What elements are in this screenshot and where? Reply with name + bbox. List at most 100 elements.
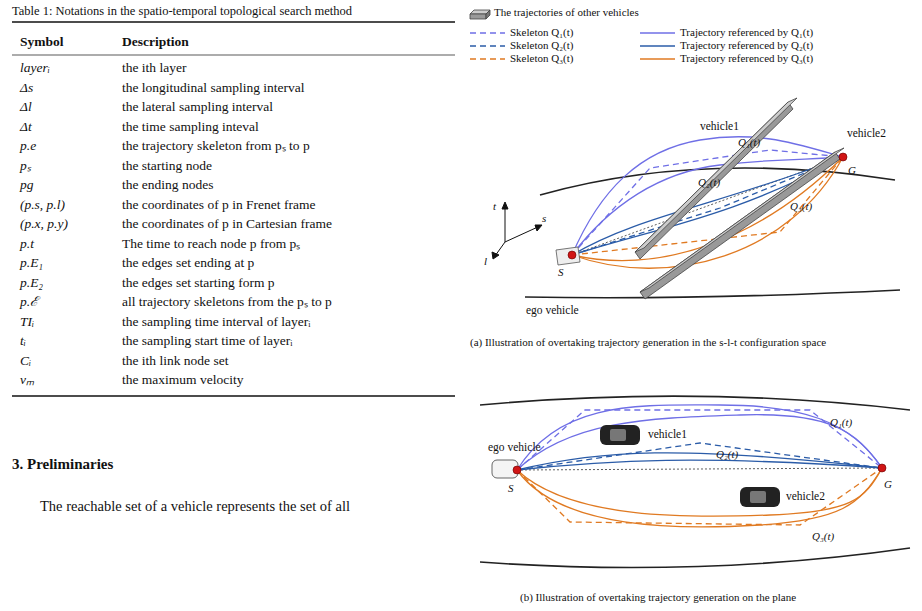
table-cell: the longitudinal sampling interval — [122, 80, 305, 96]
legend-text: Trajectory referenced by Q₃(t) — [680, 52, 813, 65]
table-cell: the lateral sampling interval — [122, 99, 273, 115]
trajectory-q1 — [517, 415, 882, 470]
table-cell: Δt — [20, 119, 32, 135]
figure-label: ego vehicle — [488, 441, 541, 454]
ego-car — [556, 247, 580, 265]
axis-head — [535, 225, 542, 231]
table-rule — [12, 21, 455, 22]
table-cell: the coordinates of p in Frenet frame — [122, 197, 315, 213]
trajectory-q2 — [572, 157, 843, 255]
legend-text: Skeleton Q₃(t) — [510, 52, 573, 65]
trajectory-q1 — [572, 137, 843, 255]
start-point — [568, 251, 576, 259]
figure-label: Q₁(t) — [738, 136, 760, 149]
table-cell: the ith layer — [122, 60, 186, 76]
table-cell: p.E₂ — [20, 275, 43, 291]
legend-line-sample — [640, 32, 675, 33]
table-cell: the time sampling inteval — [122, 119, 259, 135]
figure-label: vehicle2 — [847, 127, 886, 140]
table-cell: the trajectory skeleton from pₛ to p — [122, 138, 310, 154]
table-cell: the starting node — [122, 158, 212, 174]
legend-text: The trajectories of other vehicles — [494, 6, 639, 19]
legend-line-sample — [470, 32, 505, 33]
caption: (b) Illustration of overtaking trajector… — [520, 591, 796, 604]
trajectory-q3 — [517, 468, 882, 516]
vehicle-car — [600, 425, 640, 445]
legend-text: Skeleton Q₂(t) — [510, 39, 573, 52]
vehicle-bar — [640, 148, 844, 292]
legend-box-sample — [470, 14, 486, 19]
table-header: Symbol — [20, 34, 64, 50]
reference-line — [517, 468, 882, 470]
table-cell: the maximum velocity — [122, 372, 243, 388]
table-cell: (p.s, p.l) — [20, 197, 65, 213]
table-cell: p.E₁ — [20, 255, 43, 271]
vehicle-bar — [640, 152, 840, 299]
table-cell: layerᵢ — [20, 60, 50, 76]
table-cell: the ending nodes — [122, 177, 213, 193]
table-rule — [12, 55, 455, 56]
body-text: The reachable set of a vehicle represent… — [40, 498, 350, 515]
skeleton-q3 — [517, 468, 882, 525]
table-cell: the edges set ending at p — [122, 255, 254, 271]
legend-text: Trajectory referenced by Q₁(t) — [680, 26, 813, 39]
figure-label: Q₃(t) — [790, 200, 812, 213]
caption: Table 1: Notations in the spatio-tempora… — [12, 4, 352, 18]
axis-head — [492, 252, 499, 259]
table-cell: the sampling start time of layerᵢ — [122, 333, 293, 349]
road-boundary — [525, 290, 900, 298]
trajectory-q1 — [572, 157, 843, 255]
figure-label: vehicle1 — [700, 120, 739, 133]
table-cell: the coordinates of p in Cartesian frame — [122, 216, 332, 232]
caption: (a) Illustration of overtaking trajector… — [470, 336, 910, 349]
table-cell: vₘ — [20, 372, 34, 388]
table-cell: (p.x, p.y) — [20, 216, 68, 232]
start-point — [513, 466, 521, 474]
figure-label: S — [508, 482, 514, 495]
legend-box-sample — [486, 10, 490, 19]
legend-text: Skeleton Q₁(t) — [510, 26, 573, 39]
legend-text: Trajectory referenced by Q₂(t) — [680, 39, 813, 52]
axis-s — [505, 226, 540, 242]
trajectory-q1 — [517, 405, 882, 470]
road-boundary — [480, 396, 910, 410]
table-header: Description — [122, 34, 189, 50]
table-cell: pₛ — [20, 158, 31, 174]
vehicle-car — [740, 487, 780, 507]
skeleton-q3 — [572, 157, 843, 255]
figure-label: s — [542, 212, 546, 225]
figure-label: Q₃(t) — [812, 530, 834, 543]
vehicle-bar — [635, 98, 797, 252]
table-cell: tᵢ — [20, 333, 26, 349]
axis-head — [502, 202, 508, 209]
skeleton-q2 — [572, 157, 843, 255]
figure-label: vehicle2 — [786, 490, 825, 503]
figure-label: t — [493, 200, 496, 213]
figure-label: vehicle1 — [648, 428, 687, 441]
legend-line-sample — [640, 45, 675, 46]
legend-line-sample — [470, 45, 505, 46]
figure-label: l — [484, 255, 487, 268]
goal-point — [878, 464, 886, 472]
table-cell: p.t — [20, 236, 34, 252]
car-window — [610, 429, 626, 441]
table-cell: the sampling time interval of layerᵢ — [122, 314, 311, 330]
trajectory-q3 — [517, 468, 882, 527]
figure-label: S — [558, 266, 564, 279]
table-cell: p.e — [20, 138, 36, 154]
skeleton-q1 — [572, 150, 843, 255]
road-boundary — [480, 548, 910, 568]
figure-label: Q₂(t) — [698, 176, 720, 189]
legend-line-sample — [470, 58, 505, 59]
figure-label: ego vehicle — [526, 304, 579, 317]
table-cell: all trajectory skeletons from the pₛ to … — [122, 294, 332, 310]
table-cell: The time to reach node p from pₛ — [122, 236, 300, 252]
section-heading: 3. Preliminaries — [12, 456, 113, 473]
table-cell: Δs — [20, 80, 33, 96]
car-window — [750, 491, 766, 503]
table-cell: Cᵢ — [20, 353, 31, 369]
axis-t — [505, 205, 506, 242]
figure-label: G — [848, 164, 856, 177]
table-rule — [12, 395, 455, 396]
table-cell: pg — [20, 177, 34, 193]
